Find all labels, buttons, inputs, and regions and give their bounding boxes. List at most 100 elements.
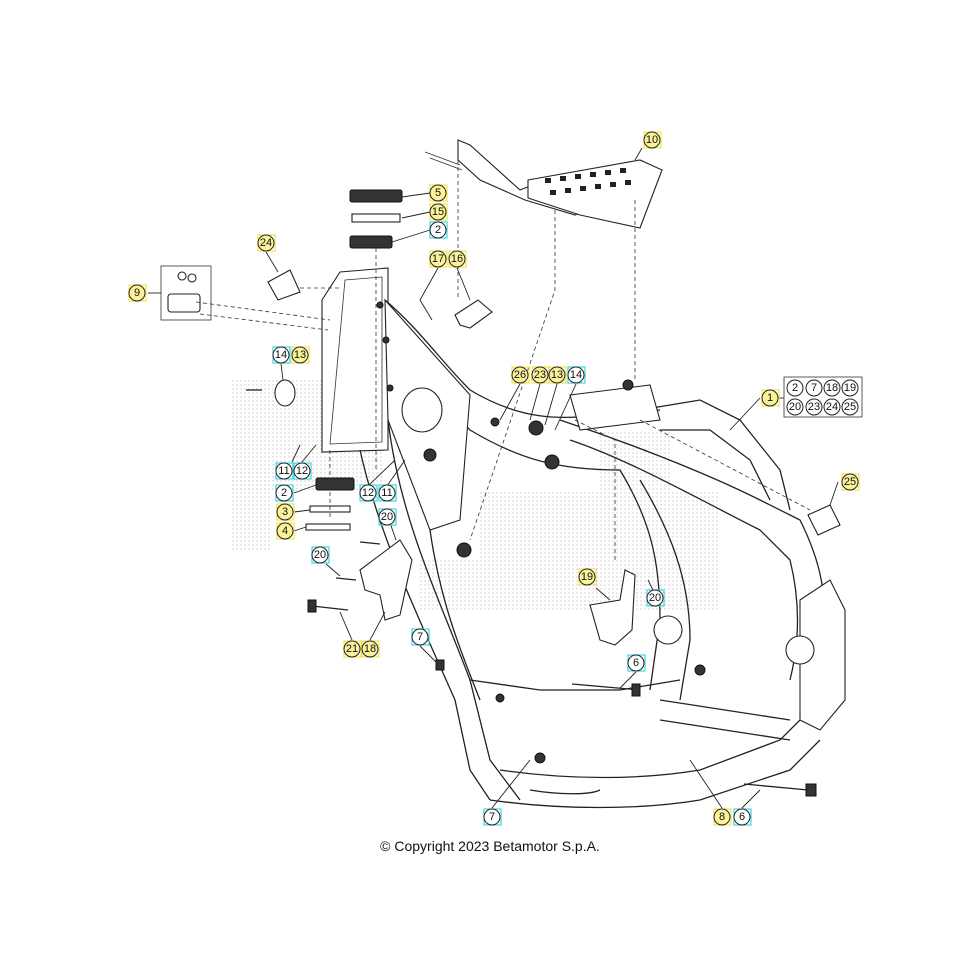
- callout-circle: [293, 462, 311, 480]
- callout-c13b: 13: [548, 366, 567, 384]
- callout-c7a: 7: [411, 628, 430, 646]
- callout-c14b: 14: [567, 366, 586, 384]
- callout-c21: 21: [343, 640, 362, 658]
- callout-circle: [483, 808, 501, 826]
- callout-label: 18: [364, 643, 376, 655]
- callout-circle: [761, 389, 779, 407]
- callout-circle: [311, 546, 329, 564]
- callout-label: 2: [281, 487, 287, 499]
- callout-c7b: 7: [483, 808, 502, 826]
- callout-label: 5: [435, 187, 441, 199]
- kit-label: 2: [792, 382, 798, 394]
- callout-label: 17: [432, 253, 444, 265]
- callout-circle: [429, 250, 447, 268]
- motorcycle-frame: [321, 267, 846, 809]
- callout-c12a: 12: [293, 462, 312, 480]
- callout-c17: 17: [429, 250, 448, 268]
- callout-circle: [257, 234, 275, 252]
- callout-c2a: 2: [429, 221, 448, 239]
- callout-circle: [272, 346, 290, 364]
- callout-label: 3: [282, 506, 288, 518]
- callout-c11a: 11: [275, 462, 294, 480]
- callout-label: 4: [282, 525, 288, 537]
- callout-circle: [429, 203, 447, 221]
- callout-circle: [361, 640, 379, 658]
- callout-label: 16: [451, 253, 463, 265]
- callout-label: 9: [134, 287, 140, 299]
- callout-c19: 19: [578, 568, 597, 586]
- callout-circle: [343, 640, 361, 658]
- callout-label: 7: [489, 811, 495, 823]
- callout-circle: [275, 462, 293, 480]
- callout-circle: [291, 346, 309, 364]
- callout-label: 15: [432, 206, 444, 218]
- kit-label: 24: [826, 401, 838, 413]
- callout-circle: [567, 366, 585, 384]
- callout-circle: [276, 522, 294, 540]
- callout-label: 14: [570, 369, 582, 381]
- cable-clip-25: [807, 504, 841, 536]
- callout-c18: 18: [361, 640, 380, 658]
- kit-label: 25: [844, 401, 856, 413]
- copyright-text: © Copyright 2023 Betamotor S.p.A.: [380, 838, 600, 854]
- callout-label: 2: [435, 224, 441, 236]
- guide-lines: [195, 160, 811, 560]
- callout-label: 8: [719, 811, 725, 823]
- callout-label: 13: [294, 349, 306, 361]
- callout-c24: 24: [257, 234, 276, 252]
- callout-label: 21: [346, 643, 358, 655]
- callout-c11b: 11: [378, 484, 397, 502]
- callout-circle: [531, 366, 549, 384]
- kit-label: 18: [826, 382, 838, 394]
- callout-label: 6: [739, 811, 745, 823]
- callout-label: 25: [844, 476, 856, 488]
- callout-c13a: 13: [291, 346, 310, 364]
- callout-c15: 15: [429, 203, 448, 221]
- callout-circle: [511, 366, 529, 384]
- callout-label: 11: [381, 487, 392, 499]
- callout-circle: [627, 654, 645, 672]
- callout-circle: [578, 568, 596, 586]
- callout-circle: [359, 484, 377, 502]
- callout-label: 13: [551, 369, 563, 381]
- callout-c12b: 12: [359, 484, 378, 502]
- callout-label: 14: [275, 349, 287, 361]
- callout-circle: [275, 484, 293, 502]
- bolts: [246, 389, 817, 797]
- callout-c26: 26: [511, 366, 530, 384]
- callout-c20a: 20: [378, 508, 397, 526]
- callout-c6b: 6: [733, 808, 752, 826]
- callout-label: 23: [534, 369, 546, 381]
- callout-c16: 16: [448, 250, 467, 268]
- callout-c20c: 20: [646, 589, 665, 607]
- callout-circle: [429, 184, 447, 202]
- callout-label: 11: [278, 465, 289, 477]
- callout-label: 6: [633, 657, 639, 669]
- callout-c5: 5: [429, 184, 448, 202]
- kit-label: 20: [789, 401, 801, 413]
- kit-table: 2 7 18 19 20 23 24 25: [778, 376, 863, 418]
- cable-clip-24: [267, 269, 301, 301]
- callout-c23: 23: [531, 366, 550, 384]
- kit-label: 7: [811, 382, 817, 394]
- callout-circle: [733, 808, 751, 826]
- callout-c1: 1: [761, 389, 780, 407]
- kit-label: 19: [844, 382, 856, 394]
- callout-label: 20: [381, 511, 393, 523]
- callout-c8: 8: [713, 808, 732, 826]
- callout-label: 19: [581, 571, 593, 583]
- spacer-13: [274, 379, 296, 407]
- callout-c2b: 2: [275, 484, 294, 502]
- callout-c20b: 20: [311, 546, 330, 564]
- callout-c25: 25: [841, 473, 860, 491]
- callout-label: 12: [296, 465, 308, 477]
- callout-label: 26: [514, 369, 526, 381]
- callout-label: 24: [260, 237, 272, 249]
- steering-bearing-stack-top: [349, 189, 403, 249]
- callout-label: 1: [767, 392, 773, 404]
- callout-circle: [128, 284, 146, 302]
- callout-circle: [646, 589, 664, 607]
- callout-c10: 10: [643, 131, 662, 149]
